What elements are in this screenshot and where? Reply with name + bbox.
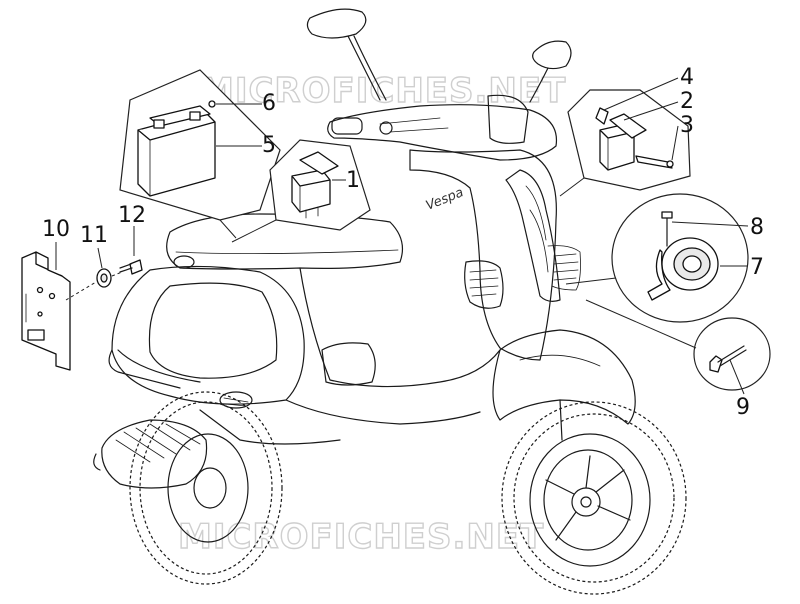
rear-body [108,265,305,409]
mirror-right [529,40,572,103]
frame-lower [285,399,481,425]
leg-shield: Vespa [409,149,581,361]
scooter-drawing: Vespa [93,8,687,595]
bolt-inset: 9 [585,299,771,420]
handlebar [327,94,558,161]
rear-wheel [129,391,283,585]
horn-inset: 8 7 [565,193,764,323]
mirror-left [306,8,387,101]
flasher-inset: 4 2 3 [559,65,694,197]
relay-inset: 1 [231,139,371,243]
callout-7: 7 [750,255,764,280]
callout-4: 4 [680,65,694,90]
floorboard [299,267,501,388]
callout-10: 10 [42,217,70,242]
relay [291,151,339,219]
callout-5: 5 [262,133,276,158]
swingarm [199,409,341,445]
bolt [709,345,747,373]
seat [166,213,403,270]
callout-8: 8 [750,215,764,240]
front-fender [492,329,636,441]
horn-screw [661,211,673,247]
callout-12: 12 [118,203,146,228]
watermark-top: MICROFICHES.NET [200,71,566,111]
battery-inset: 6 5 [119,69,281,239]
flasher-relay [595,107,674,171]
vespa-badge: Vespa [424,185,466,214]
horn [647,237,719,301]
callout-2: 2 [680,89,694,114]
watermark-bottom: MICROFICHES.NET [178,517,544,557]
bracket-plate [21,251,71,371]
screw [119,259,143,275]
front-wheel [501,401,687,595]
callout-11: 11 [80,223,108,248]
battery [137,100,216,197]
callout-6: 6 [262,91,276,116]
washer [96,268,112,288]
callout-9: 9 [736,395,750,420]
callout-3: 3 [680,113,694,138]
callout-1: 1 [346,168,360,193]
exhaust [93,419,208,489]
